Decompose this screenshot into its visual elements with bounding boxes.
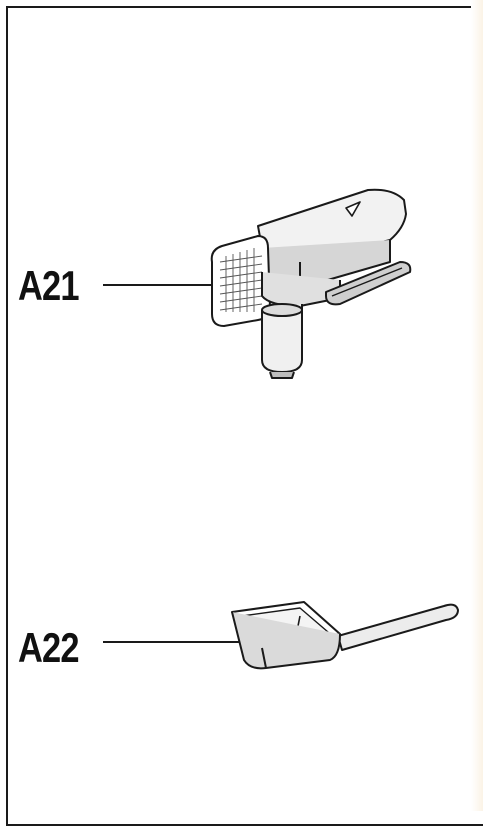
measuring-scoop-icon [231, 601, 459, 670]
part-label-a22: A22 [18, 624, 80, 671]
illustration-frame [6, 6, 483, 826]
part-label-a21: A21 [18, 262, 80, 309]
page-edge [471, 0, 483, 811]
steam-nozzle-icon [210, 188, 412, 379]
